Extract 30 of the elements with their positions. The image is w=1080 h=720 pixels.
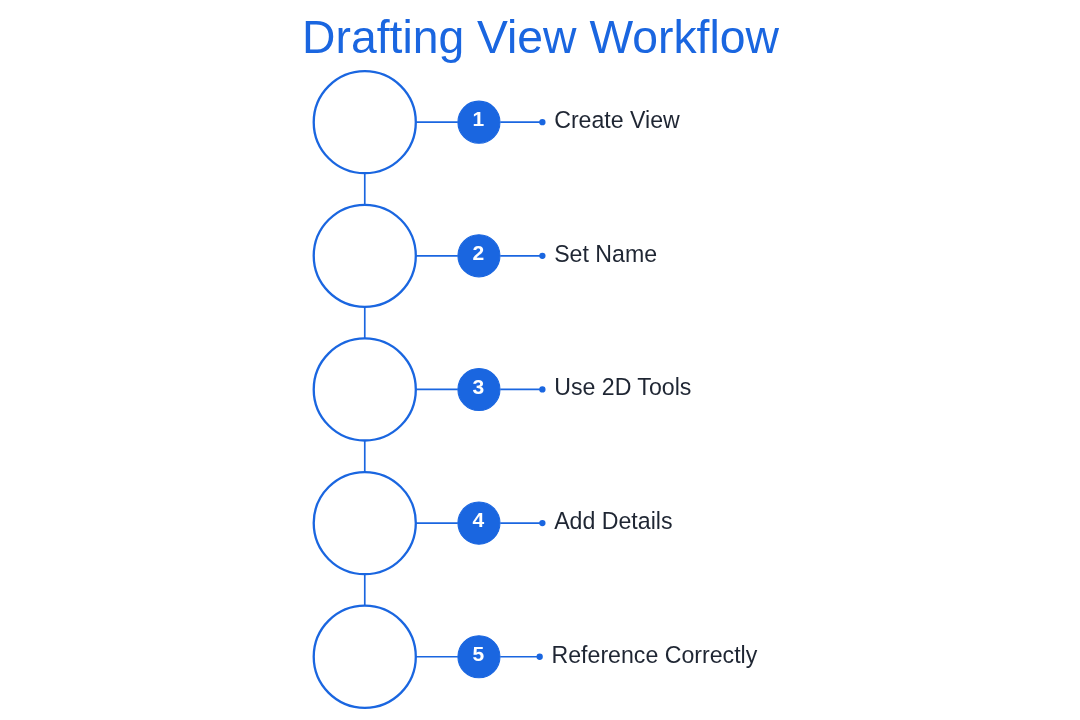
node-text: Set Name <box>553 240 657 267</box>
connector <box>498 252 546 259</box>
connector <box>498 653 543 660</box>
node-circle: 3 <box>456 367 500 412</box>
node-circle: 1 <box>456 100 500 144</box>
diagram-title: Drafting View Workflow <box>301 11 779 64</box>
connector <box>414 255 459 257</box>
node-text: Add Details <box>553 508 673 534</box>
node-circle <box>312 470 417 576</box>
connector <box>363 306 366 340</box>
connector <box>498 519 546 527</box>
node-text: Reference Correctly <box>551 641 757 668</box>
connector <box>363 172 366 206</box>
node-text: Use 2D Tools <box>553 374 691 401</box>
node-circle: 2 <box>456 234 500 278</box>
connector <box>414 522 459 524</box>
connector <box>363 439 366 473</box>
node-circle: 4 <box>456 501 500 545</box>
connector <box>414 655 459 658</box>
node-circle: 5 <box>456 635 500 679</box>
node-circle <box>312 70 417 175</box>
node-circle <box>312 604 417 709</box>
node-text: Create View <box>553 107 680 134</box>
node-circle <box>312 337 417 442</box>
node-circle <box>312 203 417 309</box>
connector <box>414 388 459 391</box>
connector <box>498 119 546 126</box>
connector <box>498 386 546 393</box>
connector <box>414 121 459 124</box>
connector <box>363 573 366 607</box>
